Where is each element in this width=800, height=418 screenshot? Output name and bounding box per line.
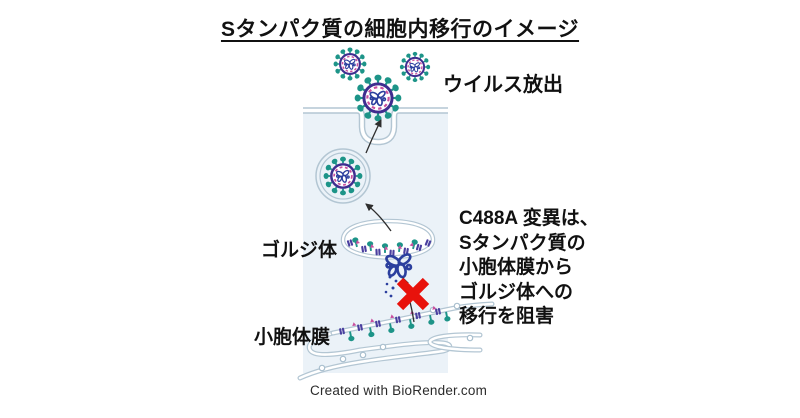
red-cross-icon xyxy=(396,277,430,311)
arrow-icon xyxy=(365,203,392,232)
er-membrane-icon xyxy=(297,301,495,381)
er-membrane-label: 小胞体膜 xyxy=(254,327,331,348)
mutation-annotation: C488A 変異は、 Sタンパク質の 小胞体膜から ゴルジ体への 移行を阻害 xyxy=(459,208,599,327)
biorender-credit: Created with BioRender.com xyxy=(310,383,488,398)
virus-release-label: ウイルス放出 xyxy=(443,74,563,96)
vesicle-icon xyxy=(315,148,371,204)
s-protein-cluster-icon xyxy=(383,251,414,298)
golgi-apparatus-icon xyxy=(340,218,436,260)
plasma-membrane-icon xyxy=(303,107,448,146)
virus-particle-icon xyxy=(400,52,430,82)
golgi-label: ゴルジ体 xyxy=(261,240,338,261)
page-title: Sタンパク質の細胞内移行のイメージ xyxy=(220,18,580,41)
arrow-icon xyxy=(365,119,382,154)
virus-particle-icon xyxy=(334,48,367,81)
